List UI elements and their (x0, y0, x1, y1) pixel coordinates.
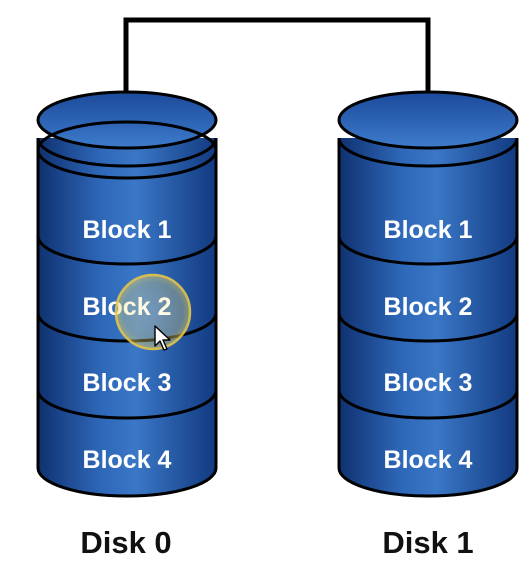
cursor-highlight (114, 273, 192, 351)
disk-1-label: Disk 1 (382, 525, 473, 560)
disk-1-top (337, 90, 519, 150)
disk-1-block-3: Block 3 (384, 369, 473, 397)
disk-1-block-2: Block 2 (384, 293, 473, 321)
disk-1: Block 1 Block 2 Block 3 Block 4 (337, 90, 519, 498)
disk-0-block-3: Block 3 (83, 369, 172, 397)
disk-1-block-1: Block 1 (384, 216, 473, 244)
disk-0-label: Disk 0 (80, 525, 171, 560)
disk-0-block-4: Block 4 (83, 446, 172, 474)
disk-0-block-1: Block 1 (83, 216, 172, 244)
disk-1-body (339, 138, 517, 468)
disk-1-block-4: Block 4 (384, 446, 473, 474)
connector-line (123, 17, 431, 92)
disk-0-top (36, 90, 218, 150)
mouse-pointer-icon (154, 325, 171, 351)
